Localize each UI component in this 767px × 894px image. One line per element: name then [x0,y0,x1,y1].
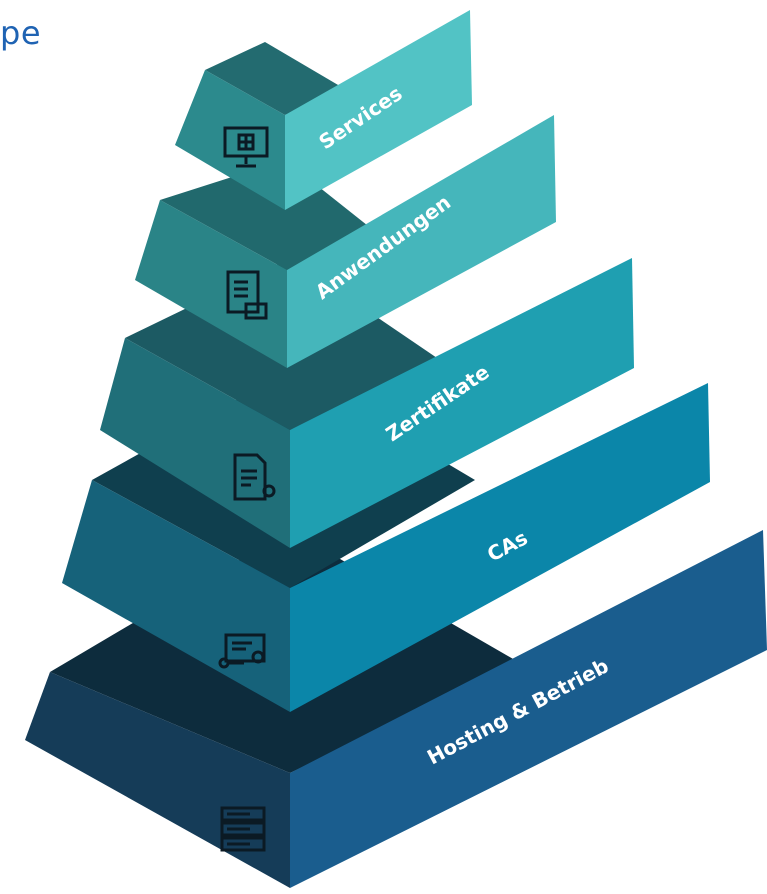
layer-services-top-face [205,42,350,115]
clipboard-mail-icon [226,270,268,320]
layer-zertifikate-band [290,258,634,548]
layer-anwendungen-left-face [135,200,287,368]
server-rack-icon [220,806,266,852]
layer-services-left-face [175,70,285,210]
layer-services-band [285,10,472,210]
layer-zertifikate-left-face [100,338,290,548]
header-text: pe [0,14,41,52]
layer-anwendungen-top-face [160,160,392,270]
layer-services: Services [175,10,472,210]
certificate-document-icon [233,453,276,501]
key-certificate-icon [218,633,266,669]
monitor-windows-icon [223,126,269,168]
layer-anwendungen-band [287,115,556,368]
layer-cas-band [290,383,710,712]
layer-hosting-band [290,530,767,888]
layer-cas-left-face [62,480,290,712]
